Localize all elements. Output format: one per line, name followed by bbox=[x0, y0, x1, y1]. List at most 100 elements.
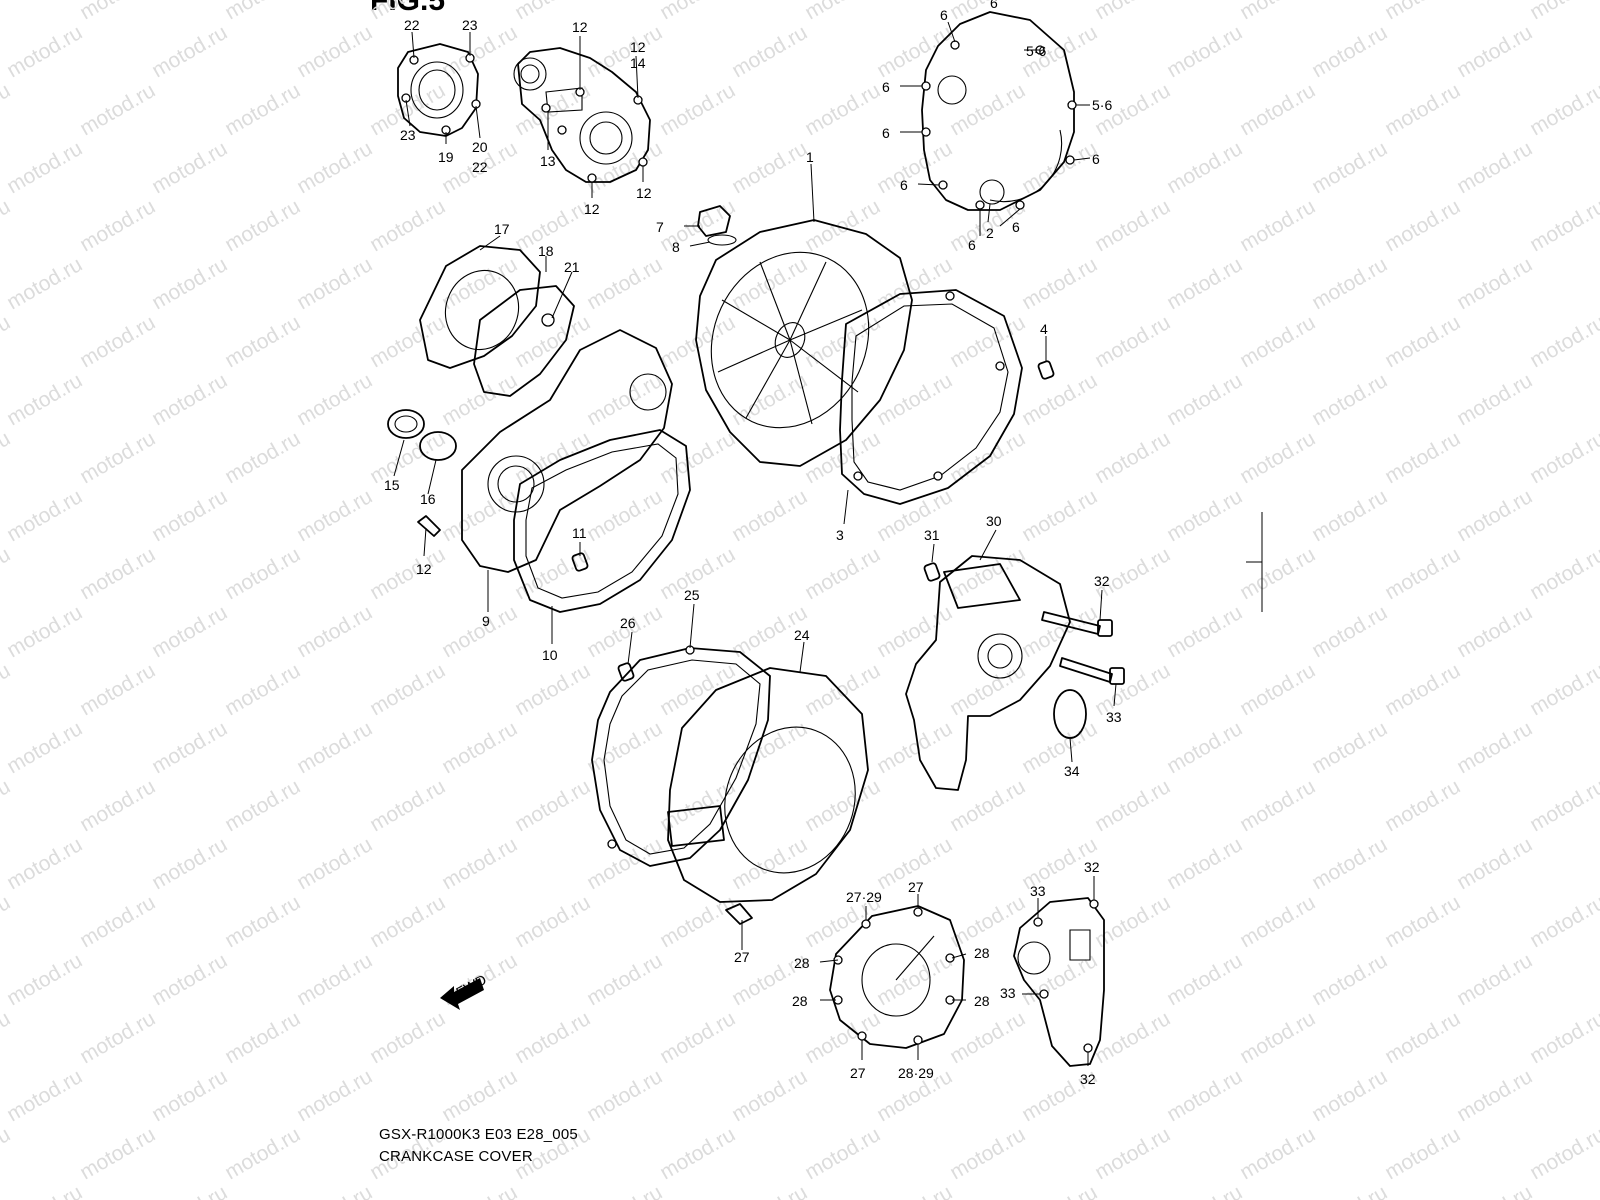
watermark-text: motod.ru bbox=[801, 1007, 884, 1068]
watermark-text: motod.ru bbox=[3, 21, 86, 82]
callout: 12 bbox=[636, 185, 652, 201]
watermark-text: motod.ru bbox=[1236, 543, 1319, 604]
watermark-text: motod.ru bbox=[221, 1007, 304, 1068]
callout: 12 bbox=[416, 561, 432, 577]
watermark-text: motod.ru bbox=[76, 1007, 159, 1068]
callout: 15 bbox=[384, 477, 400, 493]
watermark-text: motod.ru bbox=[946, 311, 1029, 372]
watermark-text: motod.ru bbox=[1526, 79, 1600, 140]
watermark-text: motod.ru bbox=[1453, 949, 1536, 1010]
watermark-text: motod.ru bbox=[293, 1181, 376, 1200]
watermark-text: motod.ru bbox=[1453, 1181, 1536, 1200]
watermark-text: motod.ru bbox=[438, 253, 521, 314]
watermark-text: motod.ru bbox=[656, 79, 739, 140]
watermark-text: motod.ru bbox=[3, 1181, 86, 1200]
watermark-text: motod.ru bbox=[1236, 891, 1319, 952]
watermark-text: motod.ru bbox=[221, 195, 304, 256]
callout: 27 bbox=[908, 879, 924, 895]
callout: 2 bbox=[986, 225, 994, 241]
part-dowel-pin-4 bbox=[1037, 360, 1055, 380]
watermark-text: motod.ru bbox=[1308, 833, 1391, 894]
watermark-text: motod.ru bbox=[148, 1181, 231, 1200]
watermark-text: motod.ru bbox=[3, 1065, 86, 1126]
watermark-text: motod.ru bbox=[1236, 195, 1319, 256]
watermark-text: motod.ru bbox=[293, 21, 376, 82]
watermark-text: motod.ru bbox=[511, 891, 594, 952]
callout: 14 bbox=[630, 55, 646, 71]
callout: 24 bbox=[794, 627, 810, 643]
callout: 21 bbox=[564, 259, 580, 275]
watermark-text: motod.ru bbox=[76, 195, 159, 256]
watermark-text: motod.ru bbox=[873, 485, 956, 546]
watermark-text: motod.ru bbox=[1091, 659, 1174, 720]
watermark-text: motod.ru bbox=[1163, 717, 1246, 778]
watermark-text: motod.ru bbox=[293, 717, 376, 778]
callout: 16 bbox=[420, 491, 436, 507]
watermark-text: motod.ru bbox=[1381, 195, 1464, 256]
watermark-text: motod.ru bbox=[1236, 427, 1319, 488]
watermark-text: motod.ru bbox=[1018, 369, 1101, 430]
part-o-ring-16 bbox=[419, 431, 457, 461]
watermark-text: motod.ru bbox=[366, 891, 449, 952]
callout: 10 bbox=[542, 647, 558, 663]
watermark-text: motod.ru bbox=[583, 949, 666, 1010]
watermark-text: motod.ru bbox=[76, 543, 159, 604]
watermark-text: motod.ru bbox=[801, 79, 884, 140]
part-bolt-33 bbox=[1059, 657, 1125, 685]
callout: 6 bbox=[968, 237, 976, 253]
watermark-text: motod.ru bbox=[1526, 891, 1600, 952]
watermark-text: motod.ru bbox=[1453, 601, 1536, 662]
watermark-text: motod.ru bbox=[1308, 369, 1391, 430]
watermark-text: motod.ru bbox=[728, 485, 811, 546]
watermark-text: motod.ru bbox=[221, 0, 304, 24]
watermark-text: motod.ru bbox=[583, 21, 666, 82]
watermark-text: motod.ru bbox=[293, 1065, 376, 1126]
watermark-text: motod.ru bbox=[221, 891, 304, 952]
callout: 28 bbox=[974, 945, 990, 961]
watermark-text: motod.ru bbox=[76, 659, 159, 720]
watermark-text: motod.ru bbox=[1091, 1123, 1174, 1184]
callout: 6 bbox=[990, 0, 998, 11]
watermark-text: motod.ru bbox=[1453, 253, 1536, 314]
watermark-text: motod.ru bbox=[1453, 21, 1536, 82]
watermark-text: motod.ru bbox=[1381, 311, 1464, 372]
watermark-text: motod.ru bbox=[1526, 659, 1600, 720]
watermark-text: motod.ru bbox=[1163, 137, 1246, 198]
watermark-text: motod.ru bbox=[3, 137, 86, 198]
watermark-text: motod.ru bbox=[148, 1065, 231, 1126]
watermark-text: motod.ru bbox=[0, 311, 14, 372]
watermark-text: motod.ru bbox=[1308, 717, 1391, 778]
watermark-text: motod.ru bbox=[728, 253, 811, 314]
watermark-text: motod.ru bbox=[1091, 195, 1174, 256]
part-dowel-31 bbox=[923, 562, 941, 582]
callout: 12 bbox=[584, 201, 600, 217]
watermark-text: motod.ru bbox=[1453, 485, 1536, 546]
callout: 5·6 bbox=[1092, 97, 1112, 113]
watermark-text: motod.ru bbox=[1091, 427, 1174, 488]
watermark-text: motod.ru bbox=[148, 369, 231, 430]
watermark-text: motod.ru bbox=[366, 427, 449, 488]
watermark-text: motod.ru bbox=[1236, 311, 1319, 372]
watermark-text: motod.ru bbox=[148, 485, 231, 546]
watermark-text: motod.ru bbox=[148, 253, 231, 314]
watermark-text: motod.ru bbox=[583, 253, 666, 314]
callout: 6 bbox=[1092, 151, 1100, 167]
part-water-pump-cover bbox=[419, 245, 575, 397]
watermark-text: motod.ru bbox=[76, 79, 159, 140]
watermark-text: motod.ru bbox=[1236, 1007, 1319, 1068]
watermark-text: motod.ru bbox=[438, 717, 521, 778]
watermark-text: motod.ru bbox=[1091, 775, 1174, 836]
watermark-text: motod.ru bbox=[656, 1007, 739, 1068]
watermark-text: motod.ru bbox=[438, 833, 521, 894]
watermark-text: motod.ru bbox=[221, 79, 304, 140]
callout: 13 bbox=[540, 153, 556, 169]
callout: 6 bbox=[940, 7, 948, 23]
callout: 17 bbox=[494, 221, 510, 237]
watermark-text: motod.ru bbox=[221, 427, 304, 488]
watermark-text: motod.ru bbox=[511, 775, 594, 836]
part-clutch-cover-outline bbox=[921, 11, 1077, 211]
callout: 32 bbox=[1080, 1071, 1096, 1087]
callout: 5·6 bbox=[1026, 43, 1046, 59]
